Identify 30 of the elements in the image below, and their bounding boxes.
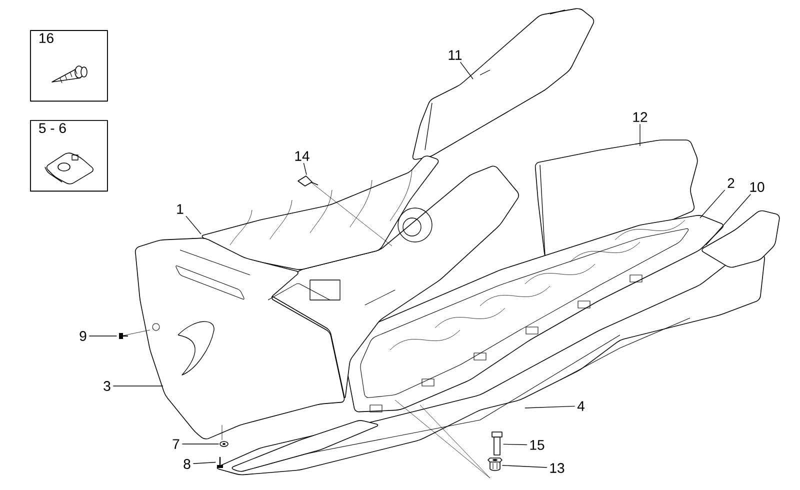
callout-number: 13	[550, 463, 564, 473]
leader-line	[502, 444, 528, 446]
leader-line	[460, 62, 474, 80]
washer-icon	[220, 441, 228, 447]
leader-line	[706, 194, 751, 246]
callout-number: 4	[577, 401, 584, 411]
callout-number: 1	[177, 204, 184, 214]
callout-number: 3	[104, 381, 110, 391]
callout-number: 12	[633, 112, 648, 122]
callout-number: 10	[750, 182, 764, 192]
callout-number: 9	[80, 331, 86, 341]
callout-number: 2	[728, 178, 734, 188]
leader-line	[502, 465, 548, 468]
part-box: 5 - 6	[30, 120, 108, 192]
part-box: 16	[30, 30, 108, 102]
callout-number: 15	[530, 440, 544, 450]
screw-icon	[119, 333, 128, 339]
callout-number: 8	[184, 459, 190, 469]
leader-line	[192, 462, 216, 464]
callout-number: 14	[295, 151, 310, 161]
leader-line	[186, 216, 202, 234]
leader-line	[524, 406, 576, 408]
screw-icon	[217, 457, 223, 468]
leader-line	[303, 162, 307, 176]
nut-icon	[488, 458, 502, 471]
callout-number: 7	[172, 439, 180, 449]
callout-number: 11	[448, 50, 462, 60]
clip-icon	[298, 176, 318, 186]
bolt-icon	[492, 432, 502, 456]
leader-line	[700, 190, 726, 218]
